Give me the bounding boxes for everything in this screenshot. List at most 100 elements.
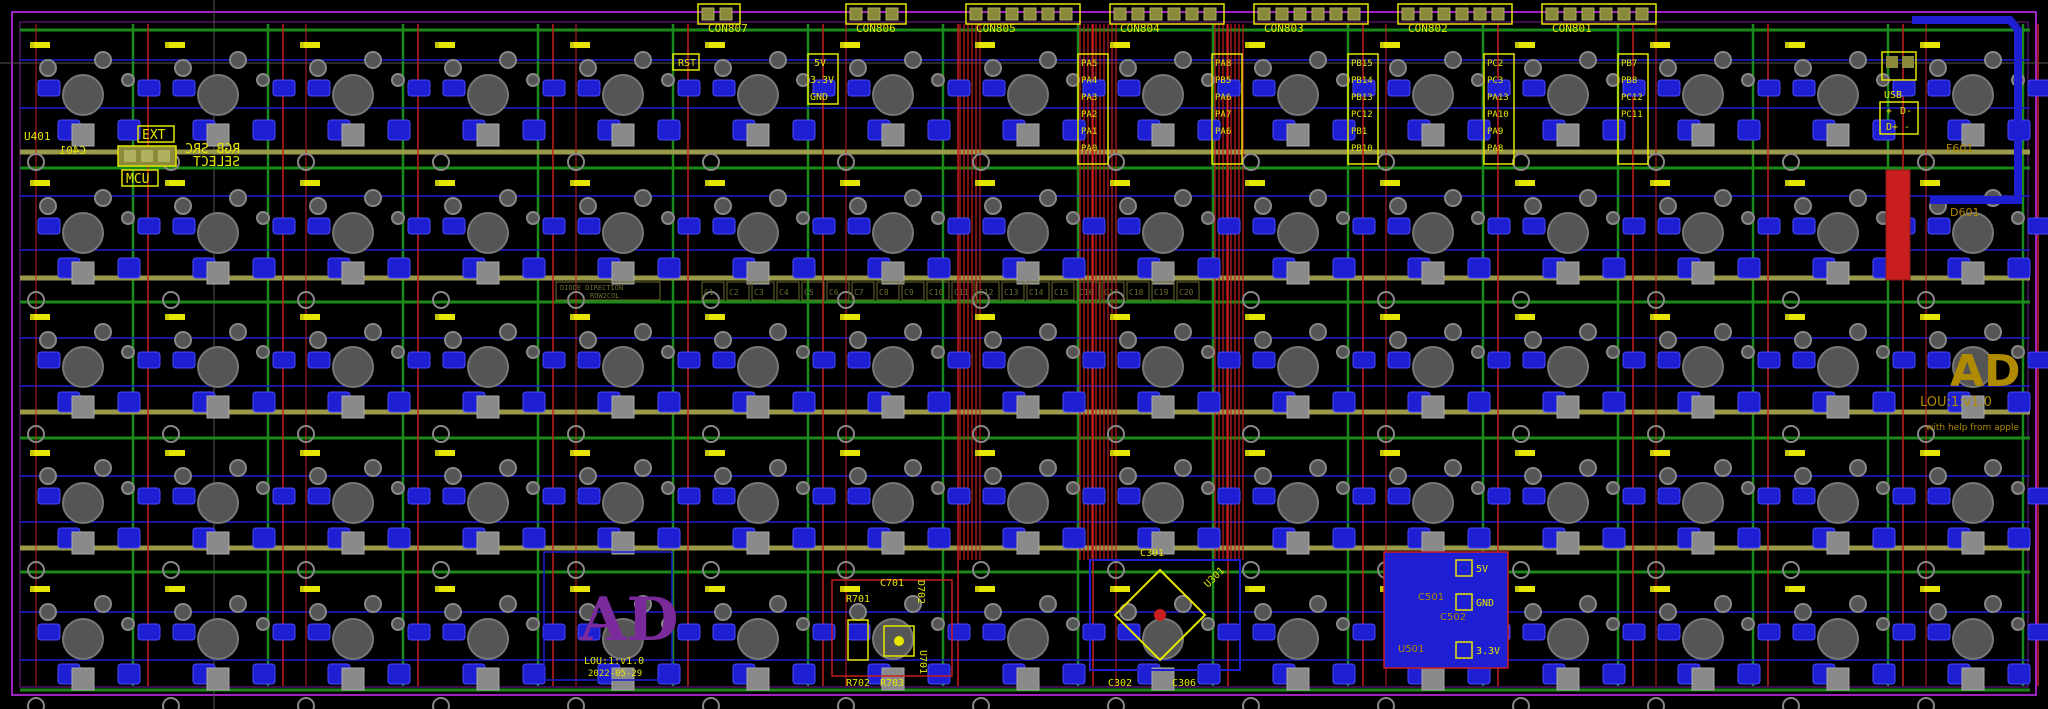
connector-header[interactable]: CON802	[1397, 3, 1513, 35]
mx-switch-icon[interactable]	[432, 314, 566, 443]
mx-switch-icon[interactable]	[1242, 450, 1376, 579]
mx-switch-icon[interactable]	[972, 314, 1106, 443]
mx-switch-icon[interactable]	[1917, 450, 2048, 579]
col-header-label: C6	[826, 281, 850, 301]
mx-switch-icon[interactable]	[1647, 180, 1781, 309]
mx-switch-icon[interactable]	[1242, 42, 1376, 171]
mx-switch-icon[interactable]	[702, 450, 836, 579]
mx-switch-icon[interactable]	[297, 586, 431, 709]
led-icon	[1556, 123, 1580, 147]
diode-icon	[979, 586, 995, 592]
mx-switch-icon[interactable]	[702, 42, 836, 171]
mx-switch-icon[interactable]	[1647, 314, 1781, 443]
mx-switch-icon[interactable]	[297, 42, 431, 171]
mx-switch-icon[interactable]	[972, 42, 1106, 171]
mx-switch-icon[interactable]	[1107, 314, 1241, 443]
mx-switch-icon[interactable]	[972, 586, 1106, 709]
diode-direction-label: DIODE DIRECTION	[560, 284, 623, 292]
mx-switch-icon[interactable]	[837, 586, 971, 709]
diode-icon	[1249, 314, 1265, 320]
pin-label: PB10	[1351, 144, 1373, 154]
mx-switch-icon[interactable]	[162, 314, 296, 443]
mx-switch-icon[interactable]	[1242, 314, 1376, 443]
mx-switch-icon[interactable]	[567, 180, 701, 309]
mx-switch-icon[interactable]	[702, 180, 836, 309]
mx-switch-icon[interactable]	[567, 450, 701, 579]
mx-switch-icon[interactable]	[567, 314, 701, 443]
mx-switch-icon[interactable]	[432, 450, 566, 579]
mx-switch-icon[interactable]	[1512, 42, 1646, 171]
mx-switch-icon[interactable]	[1782, 586, 1916, 709]
connector-header[interactable]: CON806	[845, 3, 907, 35]
mx-switch-icon[interactable]	[162, 180, 296, 309]
mx-switch-icon[interactable]	[297, 180, 431, 309]
mx-switch-icon[interactable]	[1917, 314, 2048, 443]
mx-switch-icon[interactable]	[837, 42, 971, 171]
mx-switch-icon[interactable]	[1647, 586, 1781, 709]
mx-switch-icon[interactable]	[27, 450, 161, 579]
mx-switch-icon[interactable]	[27, 586, 161, 709]
mx-switch-icon[interactable]	[1242, 180, 1376, 309]
mx-switch-icon[interactable]	[972, 450, 1106, 579]
mx-switch-icon[interactable]	[1647, 450, 1781, 579]
mx-switch-icon[interactable]	[972, 180, 1106, 309]
mx-switch-icon[interactable]	[1512, 314, 1646, 443]
mx-switch-icon[interactable]	[1107, 450, 1241, 579]
pin-label: PA5	[1081, 59, 1097, 69]
mx-switch-icon[interactable]	[837, 180, 971, 309]
mx-switch-icon[interactable]	[702, 314, 836, 443]
mx-switch-icon[interactable]	[837, 450, 971, 579]
mx-switch-icon[interactable]	[162, 450, 296, 579]
connector-header[interactable]: CON801	[1541, 3, 1657, 35]
mx-switch-icon[interactable]	[1107, 42, 1241, 171]
connector-header[interactable]: CON804	[1109, 3, 1225, 35]
mx-switch-icon[interactable]	[297, 314, 431, 443]
mcu-icon[interactable]	[1089, 559, 1241, 671]
mx-switch-icon[interactable]	[27, 180, 161, 309]
mx-switch-icon[interactable]	[1782, 314, 1916, 443]
mx-switch-icon[interactable]	[1512, 450, 1646, 579]
mx-switch-icon[interactable]	[567, 42, 701, 171]
mx-switch-icon[interactable]	[162, 586, 296, 709]
pin-label: PA6	[1215, 127, 1231, 137]
mx-switch-icon[interactable]	[297, 450, 431, 579]
mx-switch-icon[interactable]	[1377, 42, 1511, 171]
connector-header[interactable]: CON803	[1253, 3, 1369, 35]
mx-switch-icon[interactable]	[432, 586, 566, 709]
mx-switch-icon[interactable]	[432, 42, 566, 171]
mx-switch-icon[interactable]	[1242, 586, 1376, 709]
switch-grid[interactable]	[27, 42, 2048, 709]
mx-switch-icon[interactable]	[27, 314, 161, 443]
power-header[interactable]: 5V 3.3V GND	[807, 53, 839, 105]
mx-switch-icon[interactable]	[1917, 42, 2048, 171]
mx-switch-icon[interactable]	[1782, 450, 1916, 579]
led-icon	[611, 261, 635, 285]
diode-icon	[709, 450, 725, 456]
mx-switch-icon[interactable]	[1377, 180, 1511, 309]
connector-row[interactable]: CON807 CON806 CON805 CON804 CON803 CON802 CON8…	[697, 3, 1657, 35]
pin-label: PA0	[1081, 144, 1097, 154]
mx-switch-icon[interactable]	[1377, 450, 1511, 579]
rst-pad[interactable]	[672, 53, 700, 71]
mx-switch-icon[interactable]	[432, 180, 566, 309]
rgb-source-select[interactable]: EXT RGB SRC SELECT MCU	[117, 125, 240, 187]
mx-switch-icon[interactable]	[1647, 42, 1781, 171]
mx-switch-icon[interactable]	[837, 314, 971, 443]
usb-connector[interactable]: USB + D- D+ -	[1879, 51, 1919, 135]
mx-switch-icon[interactable]	[702, 586, 836, 709]
connector-header[interactable]: CON807	[697, 3, 748, 35]
mx-switch-icon[interactable]	[27, 42, 161, 171]
mx-switch-icon[interactable]	[1782, 42, 1916, 171]
mx-switch-icon[interactable]	[1512, 180, 1646, 309]
c401-label: C401	[60, 144, 87, 157]
mx-switch-icon[interactable]	[567, 586, 701, 709]
ldo-block[interactable]: 5V GND 3.3V U501 C501 C502	[1383, 551, 1509, 669]
mx-switch-icon[interactable]	[1107, 180, 1241, 309]
col-header-label: C7	[851, 281, 875, 301]
mx-switch-icon[interactable]	[1377, 314, 1511, 443]
mx-switch-icon[interactable]	[1512, 586, 1646, 709]
connector-header[interactable]: CON805	[965, 3, 1081, 35]
mx-switch-icon[interactable]	[1917, 586, 2048, 709]
led-driver-block[interactable]: R701 C701 U701 D702 R703 R702	[831, 578, 953, 689]
